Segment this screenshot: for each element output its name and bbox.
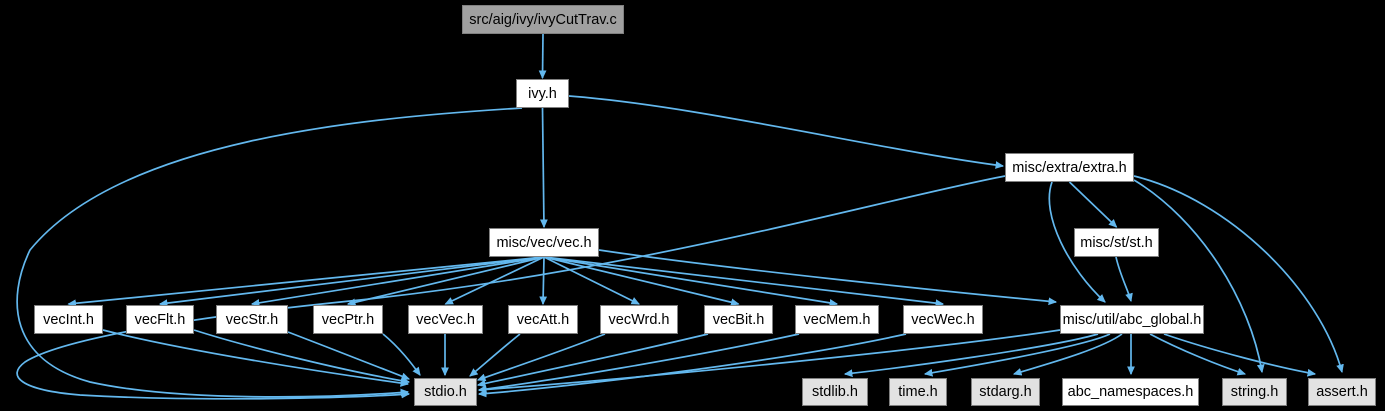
edge-ivy-to-vec <box>543 108 545 227</box>
graph-node-abcglobal[interactable]: misc/util/abc_global.h <box>1060 305 1204 334</box>
edge-vec-to-vecStr <box>252 257 544 304</box>
graph-node-label: vecWec.h <box>911 312 974 328</box>
graph-node-label: misc/extra/extra.h <box>1012 160 1126 176</box>
edge-vecStr-to-stdio <box>288 332 409 379</box>
graph-node-label: assert.h <box>1316 384 1368 400</box>
edge-extra-to-string <box>1134 180 1262 372</box>
graph-node-label: vecAtt.h <box>517 312 569 328</box>
graph-node-string[interactable]: string.h <box>1222 378 1287 406</box>
edge-vecAtt-to-stdio <box>470 334 520 376</box>
graph-node-label: misc/util/abc_global.h <box>1063 312 1202 328</box>
graph-node-stdio[interactable]: stdio.h <box>414 378 477 406</box>
edge-ivy-to-stdio <box>17 108 522 397</box>
edge-vec-to-vecWec <box>544 257 943 304</box>
graph-node-vecFlt[interactable]: vecFlt.h <box>126 305 194 334</box>
edge-root-to-ivy <box>543 34 544 78</box>
graph-node-assert[interactable]: assert.h <box>1308 378 1376 406</box>
graph-node-label: vecMem.h <box>804 312 871 328</box>
edge-ivy-to-extra <box>569 96 1003 166</box>
graph-node-ivy[interactable]: ivy.h <box>516 79 569 108</box>
edge-vec-to-vecFlt <box>160 257 544 304</box>
graph-node-vecInt[interactable]: vecInt.h <box>34 305 103 334</box>
graph-node-vecPtr[interactable]: vecPtr.h <box>313 305 383 334</box>
graph-node-abcns[interactable]: abc_namespaces.h <box>1062 378 1199 406</box>
edge-vec-to-vecPtr <box>348 257 544 304</box>
edge-extra-to-st <box>1070 182 1117 227</box>
graph-node-time[interactable]: time.h <box>889 378 947 406</box>
graph-node-label: vecPtr.h <box>322 312 374 328</box>
edge-vecInt-to-stdio <box>103 330 408 384</box>
graph-node-label: stdlib.h <box>812 384 858 400</box>
graph-node-vecBit[interactable]: vecBit.h <box>704 305 773 334</box>
graph-node-label: stdio.h <box>424 384 467 400</box>
edge-abcglobal-to-time <box>925 334 1110 374</box>
graph-node-label: vecFlt.h <box>135 312 186 328</box>
graph-node-label: vecBit.h <box>713 312 765 328</box>
graph-node-stdarg[interactable]: stdarg.h <box>971 378 1040 406</box>
edge-vec-to-vecVec <box>446 257 545 304</box>
graph-node-label: vecWrd.h <box>609 312 670 328</box>
graph-node-label: src/aig/ivy/ivyCutTrav.c <box>469 12 616 28</box>
graph-node-label: time.h <box>898 384 938 400</box>
edge-st-to-abcglobal <box>1116 257 1131 301</box>
graph-node-vecStr[interactable]: vecStr.h <box>216 305 288 334</box>
graph-node-label: misc/st/st.h <box>1080 235 1153 251</box>
edge-vec-to-vecInt <box>69 257 545 304</box>
edge-vec-to-vecAtt <box>543 257 544 304</box>
graph-node-label: ivy.h <box>528 86 557 102</box>
edge-vecPtr-to-stdio <box>383 334 420 375</box>
graph-node-label: vecInt.h <box>43 312 94 328</box>
graph-node-vecAtt[interactable]: vecAtt.h <box>508 305 578 334</box>
edge-abcglobal-to-assert <box>1164 334 1315 374</box>
edge-extra-to-stdio <box>17 176 1005 399</box>
graph-node-label: string.h <box>1231 384 1279 400</box>
edge-vec-to-vecMem <box>544 257 837 304</box>
graph-node-label: vecStr.h <box>226 312 278 328</box>
edge-abcglobal-to-stdlib <box>845 334 1098 374</box>
graph-node-extra[interactable]: misc/extra/extra.h <box>1005 153 1134 182</box>
graph-node-label: abc_namespaces.h <box>1068 384 1194 400</box>
graph-node-vecVec[interactable]: vecVec.h <box>408 305 483 334</box>
graph-node-label: misc/vec/vec.h <box>496 235 591 251</box>
graph-node-st[interactable]: misc/st/st.h <box>1074 228 1159 257</box>
graph-node-vecWec[interactable]: vecWec.h <box>903 305 983 334</box>
graph-node-stdlib[interactable]: stdlib.h <box>802 378 868 406</box>
graph-node-label: stdarg.h <box>979 384 1031 400</box>
graph-node-vec[interactable]: misc/vec/vec.h <box>489 228 599 257</box>
graph-node-label: vecVec.h <box>416 312 475 328</box>
graph-node-vecWrd[interactable]: vecWrd.h <box>600 305 678 334</box>
graph-node-vecMem[interactable]: vecMem.h <box>795 305 879 334</box>
graph-node-root[interactable]: src/aig/ivy/ivyCutTrav.c <box>462 5 624 34</box>
